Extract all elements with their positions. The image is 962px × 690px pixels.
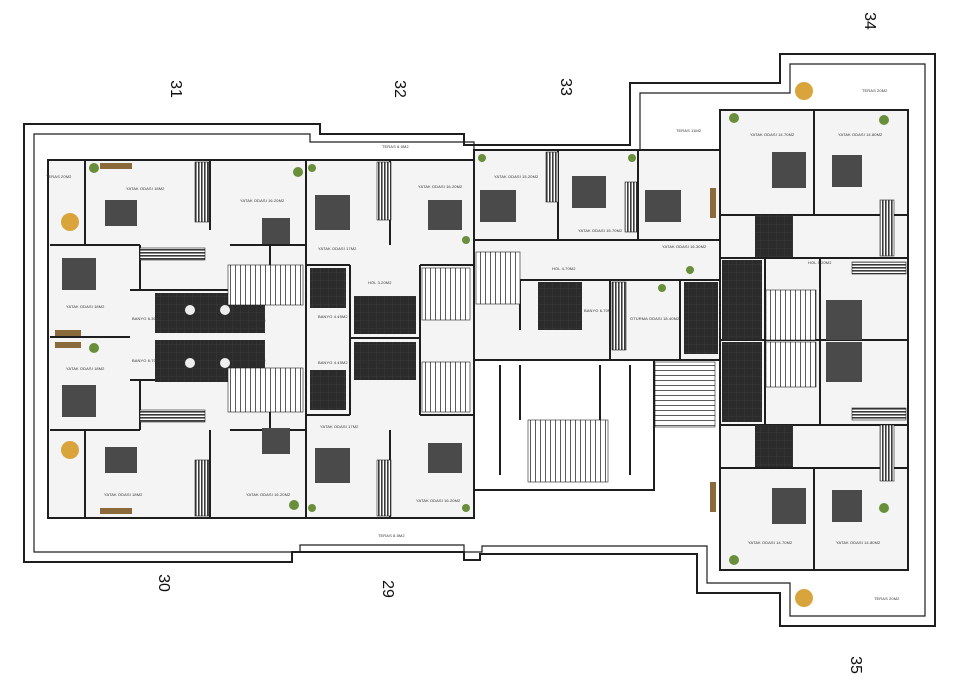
room-label: BANYO 4.10M2	[755, 448, 785, 453]
room-label: YATAK ODASI 17M2	[320, 424, 359, 429]
room-label: YATAK ODASI 18M2	[126, 186, 165, 191]
unit-number-35: 35	[846, 656, 864, 674]
room-label: BANYO 6.70M2	[132, 358, 162, 363]
room-label: OTURMA ODASI 18.40M2	[630, 316, 680, 321]
room-label: HOL 5.20M2	[808, 260, 832, 265]
room-label: YATAK ODASI 16.30M2	[662, 244, 707, 249]
unit-number-31: 31	[166, 80, 184, 98]
room-label: BANYO 6.30M2	[132, 316, 162, 321]
terrace-outline-west	[23, 53, 936, 627]
room-label: YATAK ODASI 18M2	[66, 304, 105, 309]
room-label: YATAK ODASI 18M2	[66, 366, 105, 371]
unit-32-29-block	[305, 159, 475, 519]
room-label: YATAK ODASI 15.70M2	[578, 228, 623, 233]
unit-33-block	[473, 149, 721, 361]
room-label: BANYO 4.10M2	[755, 242, 785, 247]
room-label: BANYO 3.90M2	[356, 360, 386, 365]
room-label: HOL 4.70M2	[552, 266, 576, 271]
room-label: TERAS 20M2	[874, 596, 900, 601]
room-label: YATAK ODASI 14.70M2	[750, 132, 795, 137]
room-label: YATAK ODASI 16.20M2	[418, 184, 463, 189]
room-label: YATAK ODASI 14.80M2	[836, 540, 881, 545]
unit-number-33: 33	[556, 78, 574, 96]
room-label: YATAK ODASI 15.20M2	[494, 174, 539, 179]
room-label: BANYO 5.20M2	[236, 358, 266, 363]
unit-number-32: 32	[390, 80, 408, 98]
room-label: YATAK ODASI 14.80M2	[838, 132, 883, 137]
room-label: BANYO 4.50M2	[726, 300, 756, 305]
unit-31-30-block	[47, 159, 307, 519]
room-label: TERAS 8.5M2	[382, 144, 409, 149]
unit-34-35-block	[710, 82, 909, 607]
room-label: BANYO 4.45M2	[318, 314, 348, 319]
room-label: BANYO 3.90M2	[356, 318, 386, 323]
room-label: BANYO 4.45M2	[318, 360, 348, 365]
room-label: TERAS 11M2	[676, 128, 702, 133]
room-label: YATAK ODASI 18M2	[104, 492, 143, 497]
room-label: YATAK ODASI 16.20M2	[240, 198, 285, 203]
unit-number-29: 29	[378, 580, 396, 598]
room-label: BANYO 6.70M2	[584, 308, 614, 313]
room-label: YATAK ODASI 17M2	[318, 246, 357, 251]
room-label: TERAS 8.5M2	[378, 533, 405, 538]
unit-number-34: 34	[860, 12, 878, 30]
room-label: YATAK ODASI 14.70M2	[748, 540, 793, 545]
unit-number-30: 30	[154, 574, 172, 592]
room-label: TERAS 20M2	[46, 174, 72, 179]
room-label: HOL 3.20M2	[368, 280, 392, 285]
room-label: YATAK ODASI 16.20M2	[246, 492, 291, 497]
room-label: TERAS 20M2	[862, 88, 888, 93]
room-label: BANYO 5.20M2	[236, 318, 266, 323]
room-label: BANYO 4.50M2	[726, 372, 756, 377]
room-label: YATAK ODASI 16.20M2	[416, 498, 461, 503]
